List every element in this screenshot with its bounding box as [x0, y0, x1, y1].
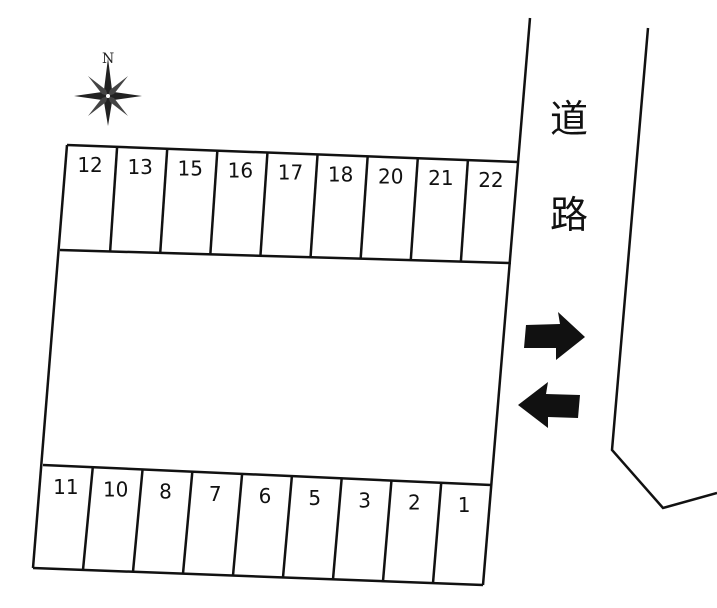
space-bottom-11: 11	[53, 475, 78, 499]
space-divider	[209, 150, 219, 255]
space-top-16: 16	[228, 159, 253, 183]
space-divider	[331, 478, 343, 580]
space-top-20: 20	[378, 164, 403, 188]
space-bottom-8: 8	[159, 480, 172, 504]
space-divider	[459, 160, 470, 262]
space-divider	[81, 467, 95, 571]
space-divider	[431, 482, 443, 584]
arrow-right-icon	[524, 312, 585, 360]
space-bottom-2: 2	[408, 491, 421, 515]
space-bottom-6: 6	[259, 484, 272, 508]
space-bottom-7: 7	[209, 482, 222, 506]
space-top-17: 17	[278, 161, 303, 185]
space-divider	[281, 476, 294, 578]
space-dividers	[81, 146, 470, 584]
space-bottom-5: 5	[308, 486, 321, 510]
space-divider	[181, 471, 194, 574]
compass-rose-icon	[74, 58, 142, 126]
space-top-13: 13	[127, 155, 152, 179]
space-top-21: 21	[428, 166, 453, 190]
space-divider	[409, 158, 420, 261]
space-divider	[359, 156, 369, 259]
space-divider	[131, 469, 144, 572]
space-divider	[108, 146, 119, 252]
space-top-18: 18	[328, 162, 353, 186]
road-label-char-1: 道	[550, 97, 588, 141]
space-top-22: 22	[478, 168, 503, 192]
lot-outline	[31, 17, 532, 587]
space-divider	[259, 152, 269, 256]
road-edge	[610, 27, 717, 510]
space-bottom-3: 3	[358, 488, 371, 512]
space-divider	[231, 473, 244, 576]
space-bottom-1: 1	[458, 493, 471, 517]
space-top-15: 15	[178, 157, 203, 181]
space-divider	[158, 148, 169, 253]
road-label-char-2: 路	[550, 193, 588, 237]
arrow-left-icon	[518, 382, 580, 428]
space-divider	[309, 154, 319, 258]
space-bottom-10: 10	[103, 477, 128, 501]
space-top-12: 12	[77, 153, 102, 177]
space-divider	[381, 480, 393, 582]
compass-north-label: N	[102, 51, 114, 67]
